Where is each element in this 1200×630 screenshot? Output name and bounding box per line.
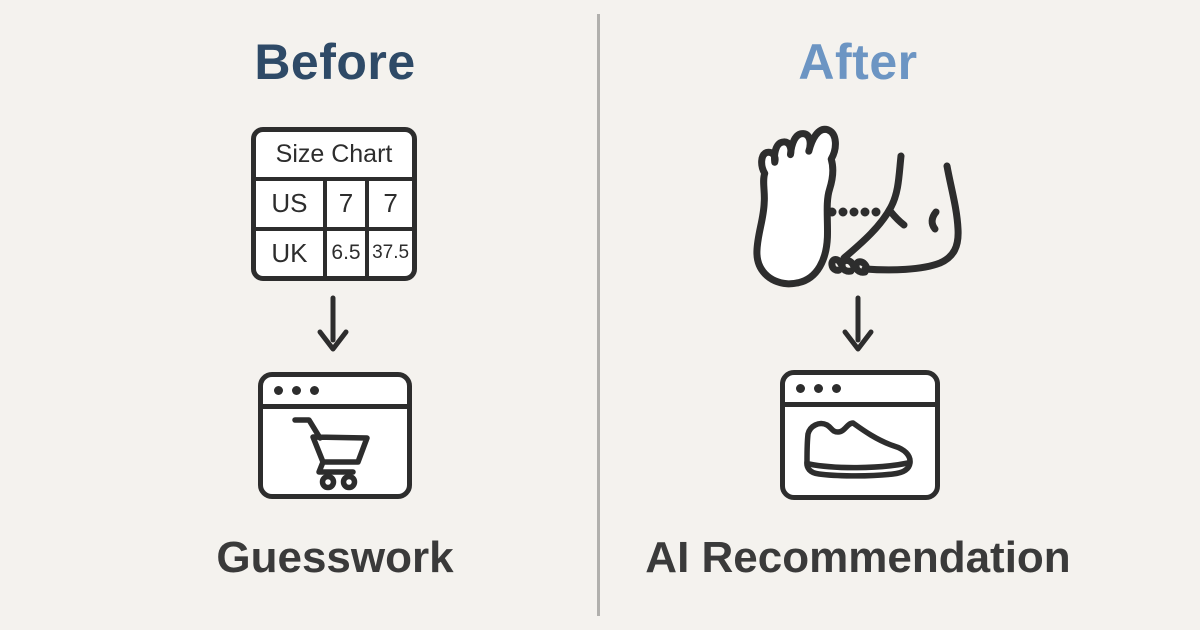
feet-measurement-illustration xyxy=(740,110,980,295)
shopping-cart-icon xyxy=(290,413,380,491)
before-caption: Guesswork xyxy=(216,533,454,582)
size-chart-cell-uk-label: UK xyxy=(256,226,323,277)
foot-top-view-icon xyxy=(753,125,839,288)
size-chart-cell-uk-val2: 37.5 xyxy=(365,226,412,276)
size-chart-table: Size Chart US 7 7 UK 6.5 37.5 xyxy=(251,127,417,281)
browser-dot-icon xyxy=(292,386,301,395)
after-title: After xyxy=(798,34,918,90)
browser-dot-icon xyxy=(310,386,319,395)
divider-line xyxy=(597,14,600,616)
after-caption: AI Recommendation xyxy=(645,533,1071,582)
foot-side-view-icon xyxy=(828,152,962,276)
size-chart-cell-us-val2: 7 xyxy=(365,177,412,227)
browser-title-bar xyxy=(785,375,935,407)
size-chart-header: Size Chart xyxy=(275,140,393,168)
shoe-icon xyxy=(804,419,916,483)
browser-title-bar xyxy=(263,377,407,409)
browser-window xyxy=(258,372,412,499)
down-arrow-icon xyxy=(836,295,880,353)
size-chart-cell-uk-val1: 6.5 xyxy=(322,226,366,276)
browser-dot-icon xyxy=(274,386,283,395)
down-arrow-icon xyxy=(311,295,355,353)
browser-dot-icon xyxy=(814,384,823,393)
browser-window xyxy=(780,370,940,500)
size-chart-cell-us-label: US xyxy=(256,177,323,227)
before-title: Before xyxy=(254,34,416,90)
browser-dot-icon xyxy=(796,384,805,393)
browser-dot-icon xyxy=(832,384,841,393)
size-chart-cell-us-val1: 7 xyxy=(322,177,366,227)
dotted-measure-line xyxy=(827,207,881,217)
